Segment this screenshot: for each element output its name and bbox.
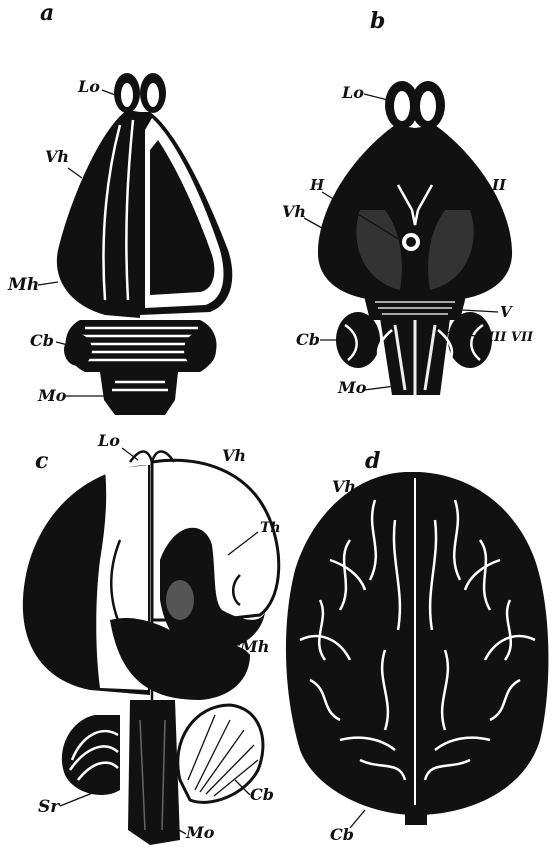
panel-b-label-v: V <box>500 303 513 321</box>
panel-c-label-lo: Lo <box>97 431 120 450</box>
panel-b-label-cb: Cb <box>296 330 320 349</box>
panel-d-letter: d <box>365 448 380 474</box>
panel-d-brain <box>286 472 549 825</box>
panel-a-letter: a <box>40 0 54 26</box>
panel-b-letter: b <box>370 8 385 34</box>
panel-a-label-vh: Vh <box>45 147 69 166</box>
panel-c-label-mo: Mo <box>185 823 215 842</box>
panel-d-label-vh: Vh <box>332 477 356 496</box>
panel-c-label-sr: Sr <box>38 797 60 817</box>
panel-c-label-mh: Mh <box>239 637 269 656</box>
panel-a-label-cb: Cb <box>30 331 54 350</box>
panel-c-letter: c <box>35 448 49 474</box>
panel-b-label-mo: Mo <box>337 378 367 397</box>
panel-c-label-th: Th <box>260 520 281 536</box>
panel-a-label-mh: Mh <box>7 275 39 295</box>
panel-a-label-lo: Lo <box>77 77 100 96</box>
panel-a-brain <box>57 73 232 415</box>
panel-c-label-vh: Vh <box>222 446 246 465</box>
panel-a-label-mo: Mo <box>37 386 67 405</box>
panel-b-brain <box>318 81 512 395</box>
panel-b-label-viii-vii: VIII VII <box>478 330 534 345</box>
panel-b-label-ii: II <box>491 176 507 194</box>
panel-b-label-lo: Lo <box>341 83 364 102</box>
panel-b-label-vh: Vh <box>282 202 306 221</box>
panel-c-label-cb: Cb <box>250 785 274 804</box>
panel-b-label-h: H <box>309 176 325 194</box>
